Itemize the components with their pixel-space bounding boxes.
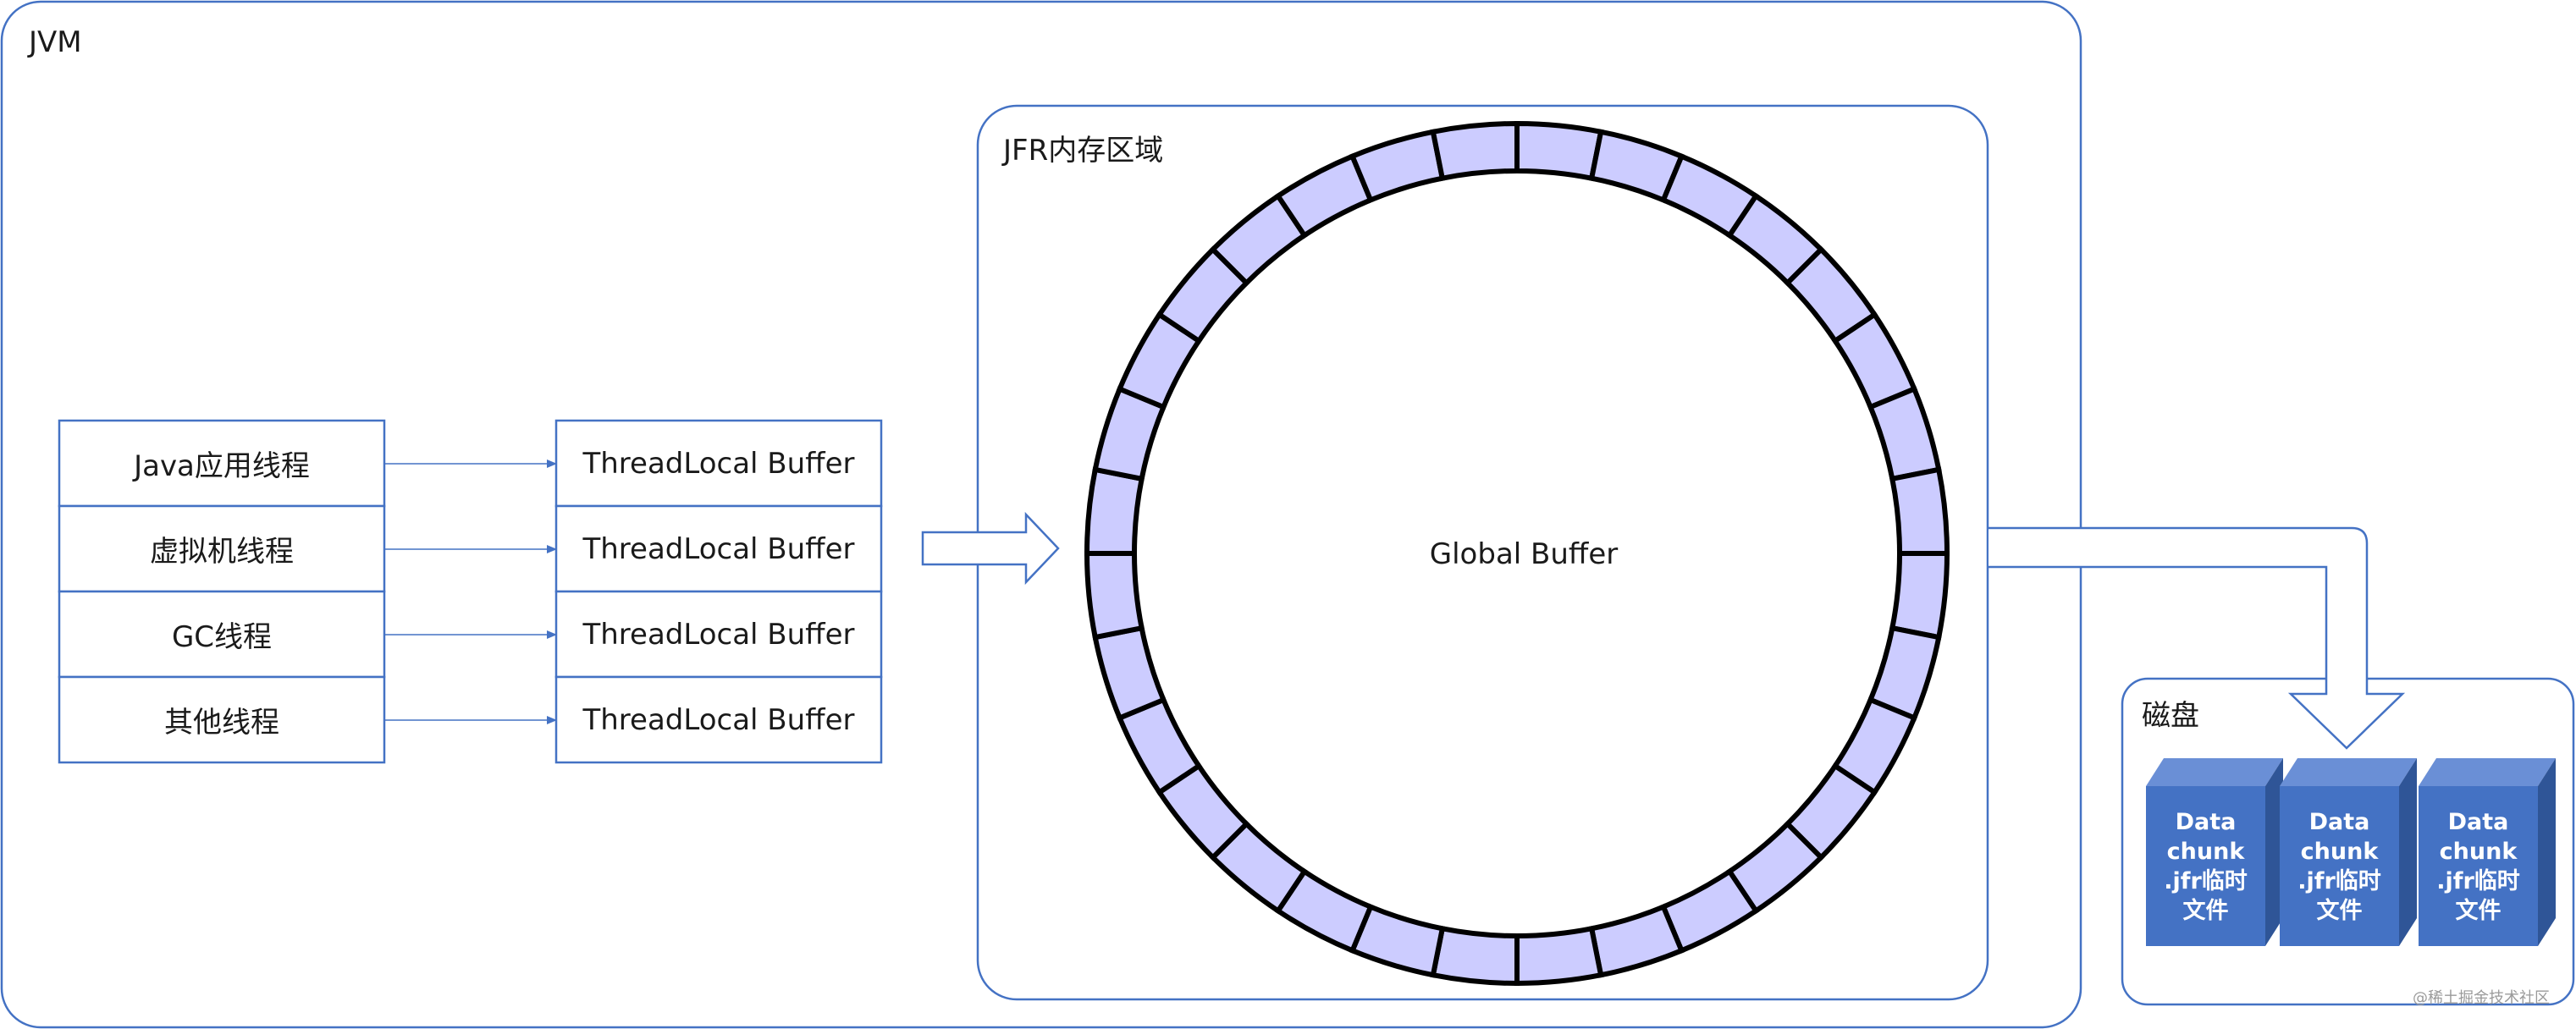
- data-chunk-cube-3: [2419, 758, 2556, 946]
- data-chunk-cube-2-top: [2280, 758, 2417, 786]
- ring-segment-31: [1349, 129, 1446, 204]
- threadlocal-buffer-label-2: ThreadLocal Buffer: [582, 531, 855, 566]
- ring-segment-16: [1514, 925, 1604, 987]
- ring-segment-8: [1889, 466, 1950, 556]
- disk-label: 磁盘: [2142, 699, 2199, 733]
- buffers-to-global-block-arrow: [921, 511, 1060, 586]
- thread-box-gc: [58, 590, 386, 679]
- jvm-frame: [0, 0, 2082, 1029]
- threadlocal-buffer-label-4: ThreadLocal Buffer: [582, 702, 855, 737]
- thread-label-gc: GC线程: [171, 620, 273, 654]
- threadlocal-buffer-label-1: ThreadLocal Buffer: [582, 446, 855, 481]
- global-buffer-label: Global Buffer: [1429, 537, 1619, 571]
- threadlocal-buffer-label-3: ThreadLocal Buffer: [582, 617, 855, 652]
- thread-box-other: [58, 675, 386, 764]
- ring-segment-32: [1430, 120, 1520, 182]
- thread-box-java: [58, 419, 386, 508]
- thread-label-java: Java应用线程: [134, 449, 310, 483]
- data-chunk-cube-1-front: [2146, 786, 2265, 946]
- global-ring-buffer: [1084, 120, 1950, 987]
- data-chunk-label-3: Data chunk .jfr临时 文件: [2436, 808, 2520, 924]
- ring-segment-25: [1084, 466, 1145, 556]
- thread-label-vm: 虚拟机线程: [150, 535, 294, 569]
- thread-label-other: 其他线程: [164, 706, 279, 740]
- ring-segment-17: [1430, 925, 1520, 987]
- data-chunk-cube-3-front: [2419, 786, 2538, 946]
- data-chunk-cube-1-top: [2146, 758, 2283, 786]
- ring-segment-1: [1514, 120, 1604, 182]
- data-chunk-cube-1: [2146, 758, 2283, 946]
- data-chunk-cube-2: [2280, 758, 2417, 946]
- data-chunk-cube-2-side: [2399, 758, 2417, 946]
- global-to-disk-bent-arrow: [1989, 526, 2406, 750]
- data-chunk-label-2: Data chunk .jfr临时 文件: [2297, 808, 2381, 924]
- jfr-region-label: JFR内存区域: [1003, 134, 1164, 168]
- data-chunk-cube-2-front: [2280, 786, 2399, 946]
- data-chunk-cube-3-side: [2538, 758, 2556, 946]
- data-chunk-label-1: Data chunk .jfr临时 文件: [2164, 808, 2248, 924]
- watermark: @稀土掘金技术社区: [2413, 989, 2550, 1007]
- threadlocal-buffer-box-4: [554, 675, 883, 764]
- ring-segment-9: [1889, 551, 1950, 641]
- data-chunk-cube-1-side: [2265, 758, 2283, 946]
- ring-segment-15: [1588, 903, 1685, 978]
- ring-segment-7: [1867, 385, 1942, 482]
- jvm-label: JVM: [29, 25, 82, 59]
- ring-segment-23: [1092, 625, 1167, 722]
- ring-segment-24: [1084, 551, 1145, 641]
- threadlocal-buffer-box-3: [554, 590, 883, 679]
- data-chunk-cube-3-top: [2419, 758, 2556, 786]
